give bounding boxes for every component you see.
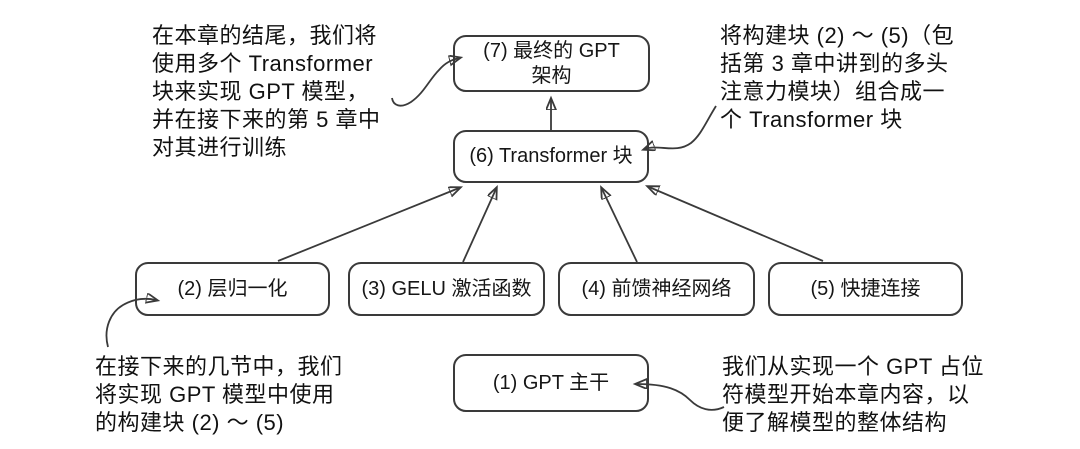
arrow-feedforward-to-transformer	[602, 189, 638, 263]
annotation-top-left: 在本章的结尾，我们将 使用多个 Transformer 块来实现 GPT 模型，…	[152, 22, 380, 162]
arrow-annotation-to-final-gpt	[391, 58, 459, 107]
annotation-line: 将构建块 (2) ～ (5)（包	[720, 23, 955, 48]
annotation-line: 我们从实现一个 GPT 占位	[722, 354, 985, 379]
annotation-line: 并在接下来的第 5 章中	[152, 107, 381, 132]
arrow-annotation-to-gpt-backbone	[637, 384, 725, 411]
annotation-bottom-right: 我们从实现一个 GPT 占位 符模型开始本章内容，以 便了解模型的整体结构	[722, 353, 984, 437]
box-final-gpt-architecture: (7) 最终的 GPT 架构	[453, 35, 650, 92]
annotation-line: 使用多个 Transformer	[152, 51, 374, 76]
annotation-line: 括第 3 章中讲到的多头	[720, 51, 949, 76]
box-gpt-backbone: (1) GPT 主干	[453, 354, 649, 412]
arrow-annotation-to-transformer	[645, 105, 717, 149]
arrow-shortcut-to-transformer	[649, 187, 824, 262]
arrow-layernorm-to-transformer	[277, 188, 459, 262]
annotation-line: 将实现 GPT 模型中使用	[95, 382, 335, 407]
box-gelu-activation: (3) GELU 激活函数	[348, 262, 545, 316]
annotation-line: 在接下来的几节中，我们	[95, 354, 343, 379]
annotation-line: 便了解模型的整体结构	[722, 410, 948, 435]
arrow-gelu-to-transformer	[462, 189, 496, 263]
annotation-line: 对其进行训练	[152, 135, 288, 160]
annotation-bottom-left: 在接下来的几节中，我们 将实现 GPT 模型中使用 的构建块 (2) ～ (5)	[95, 353, 343, 437]
box-layer-norm: (2) 层归一化	[135, 262, 330, 316]
annotation-top-right: 将构建块 (2) ～ (5)（包 括第 3 章中讲到的多头 注意力模块）组合成一…	[720, 22, 954, 134]
annotation-line: 块来实现 GPT 模型，	[152, 79, 370, 104]
annotation-line: 在本章的结尾，我们将	[152, 23, 378, 48]
box-feed-forward-network: (4) 前馈神经网络	[558, 262, 755, 316]
annotation-line: 的构建块 (2) ～ (5)	[95, 410, 285, 435]
annotation-line: 注意力模块）组合成一	[720, 79, 946, 104]
box-shortcut-connection: (5) 快捷连接	[768, 262, 963, 316]
annotation-line: 符模型开始本章内容，以	[722, 382, 970, 407]
box-transformer-block: (6) Transformer 块	[453, 130, 649, 183]
annotation-line: 个 Transformer 块	[720, 107, 903, 132]
